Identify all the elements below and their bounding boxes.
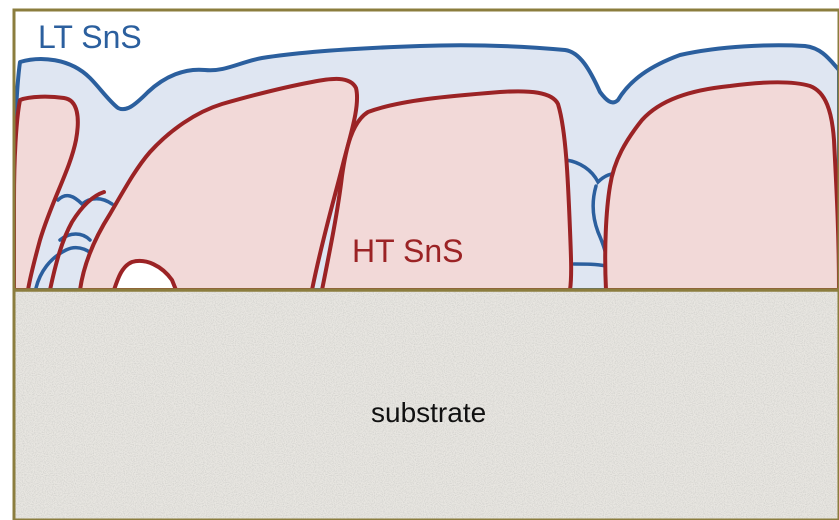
substrate-texture <box>14 290 839 520</box>
void-pore <box>112 259 178 290</box>
substrate-layer <box>14 290 839 520</box>
lt-sns-label: LT SnS <box>38 19 142 55</box>
ht-sns-grain-3 <box>320 89 574 290</box>
frame-border <box>12 8 839 520</box>
substrate-label: substrate <box>371 397 486 428</box>
ht-sns-label: HT SnS <box>352 233 463 269</box>
ht-sns-grain-4 <box>603 80 839 290</box>
ht-sns-grain-boundary-left <box>48 190 106 290</box>
frame <box>12 8 839 520</box>
